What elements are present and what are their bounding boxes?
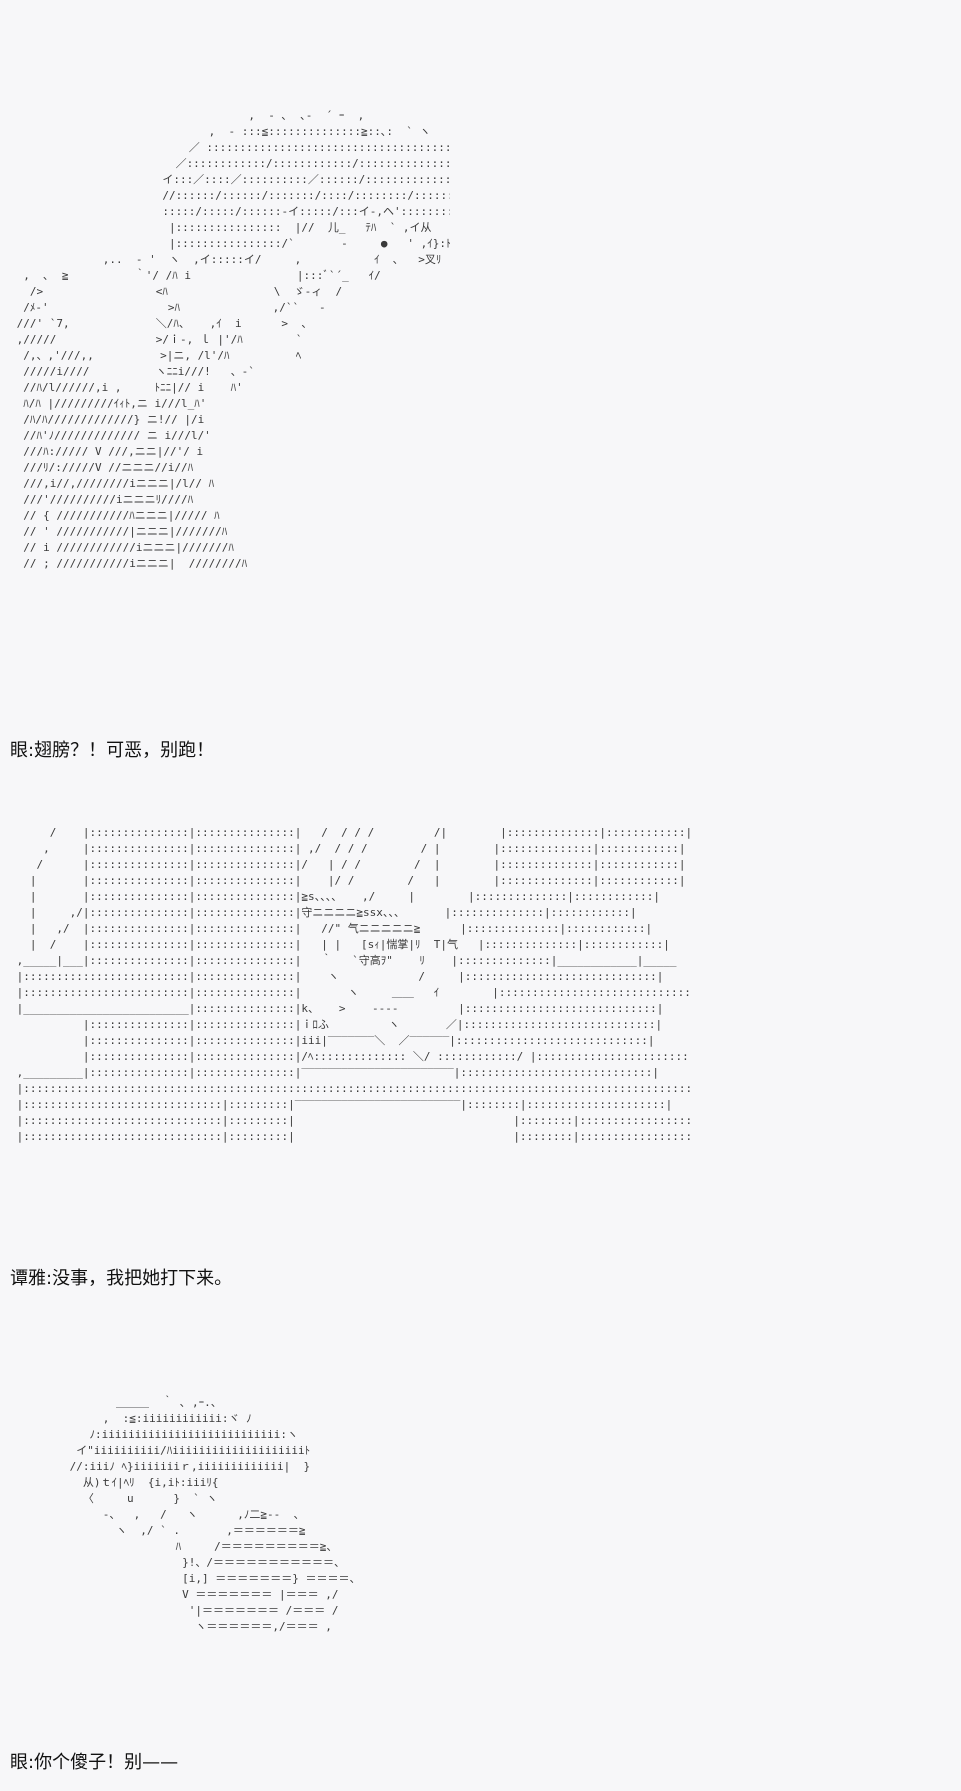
dialogue-line: 谭雅没事，我把她打下来。 — [10, 1267, 232, 1291]
dialogue-text: 没事，我把她打下来。 — [52, 1268, 233, 1289]
ascii-art-figure-shout: ＿＿＿ ｀ ､ ,ｰ.、 , :≦:iiiiiiiiiiii:ヾ ﾉ ﾉ:iii… — [69, 1396, 361, 1633]
speaker-name: 眼 — [10, 1752, 34, 1773]
speaker-name: 眼 — [10, 740, 34, 761]
speaker-name: 谭雅 — [10, 1268, 52, 1289]
dialogue-text: 翅膀？！可恶，别跑！ — [34, 740, 215, 761]
dialogue-line: 眼你个傻子！别—— — [10, 1751, 178, 1775]
dialogue-line: 眼翅膀？！可恶，别跑！ — [10, 739, 214, 763]
dialogue-text: 你个傻子！别—— — [34, 1752, 179, 1773]
ascii-art-window-scene: / |:::::::::::::::|:::::::::::::::| / / … — [16, 826, 690, 1143]
ascii-art-figure-wings: , ‐ ､ ､‐ ´ ｰ , , ‐ :::≦::::::::::::::≧::… — [16, 109, 450, 570]
